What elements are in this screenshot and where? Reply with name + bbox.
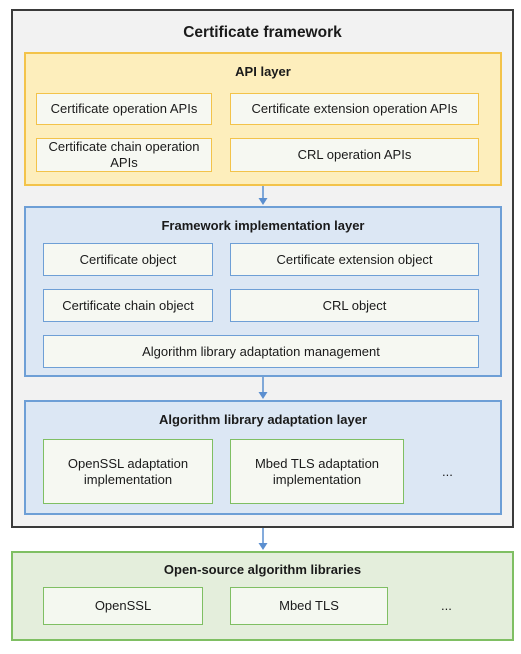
certificate-chain-object: Certificate chain object xyxy=(43,289,213,322)
algorithm-library-adaptation-management: Algorithm library adaptation management xyxy=(43,335,479,368)
open-source-title: Open-source algorithm libraries xyxy=(163,562,362,577)
open-source-more-ellipsis: ... xyxy=(441,598,452,613)
certificate-object: Certificate object xyxy=(43,243,213,276)
adaptation-layer-title: Algorithm library adaptation layer xyxy=(158,412,368,427)
crl-object: CRL object xyxy=(230,289,479,322)
certificate-operation-apis: Certificate operation APIs xyxy=(36,93,212,125)
certificate-framework-title: Certificate framework xyxy=(183,24,342,41)
open-source-libraries-box: Open-source algorithm libraries OpenSSL … xyxy=(11,551,514,641)
framework-implementation-layer-box: Framework implementation layer Certifica… xyxy=(24,206,502,377)
crl-operation-apis: CRL operation APIs xyxy=(230,138,479,172)
api-layer-box: API layer Certificate operation APIs Cer… xyxy=(24,52,502,186)
mbedtls-adaptation-implementation: Mbed TLS adaptation implementation xyxy=(230,439,404,504)
api-layer-title: API layer xyxy=(235,64,291,79)
mbedtls-library: Mbed TLS xyxy=(230,587,388,625)
arrow-framework-to-open-source xyxy=(258,528,268,550)
framework-layer-title: Framework implementation layer xyxy=(161,218,365,233)
certificate-extension-object: Certificate extension object xyxy=(230,243,479,276)
algorithm-library-adaptation-layer-box: Algorithm library adaptation layer OpenS… xyxy=(24,400,502,515)
openssl-library: OpenSSL xyxy=(43,587,203,625)
arrow-api-to-framework xyxy=(258,186,268,205)
arrow-framework-to-adaptation xyxy=(258,377,268,399)
certificate-chain-operation-apis: Certificate chain operation APIs xyxy=(36,138,212,172)
certificate-extension-operation-apis: Certificate extension operation APIs xyxy=(230,93,479,125)
adaptation-more-ellipsis: ... xyxy=(442,464,453,479)
openssl-adaptation-implementation: OpenSSL adaptation implementation xyxy=(43,439,213,504)
